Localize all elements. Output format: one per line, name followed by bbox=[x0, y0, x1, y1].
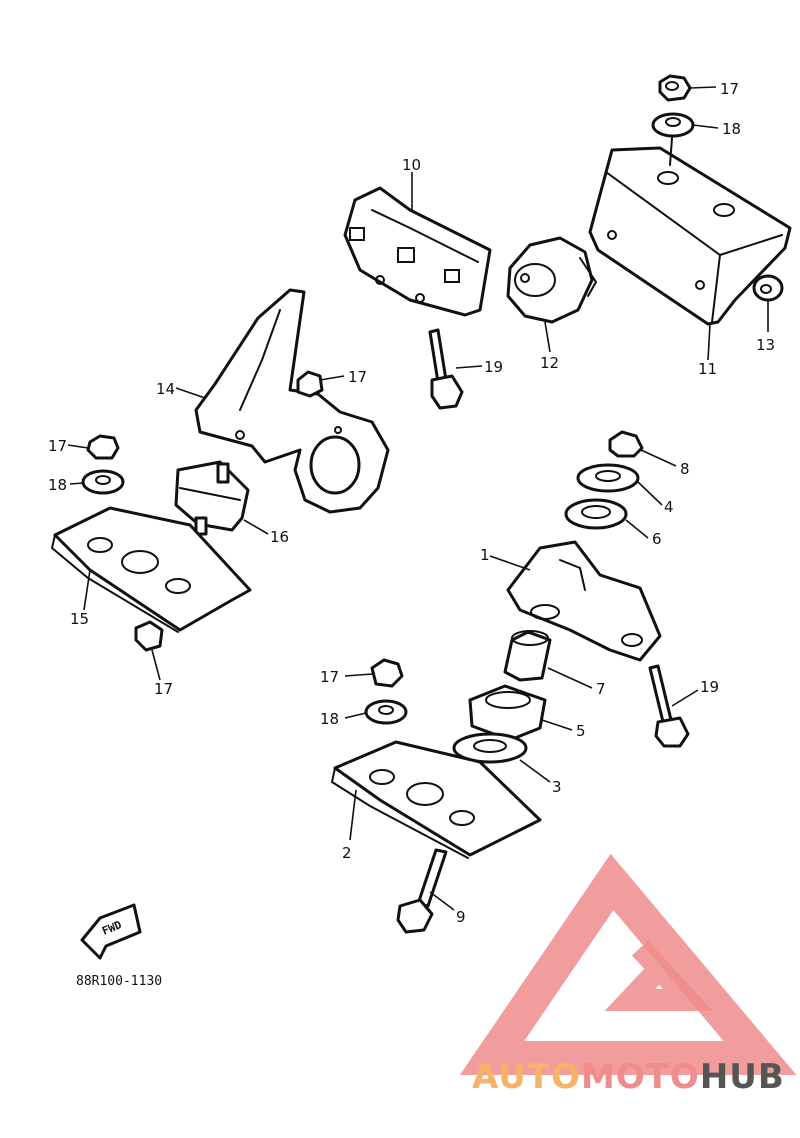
part-16-rubber-mount bbox=[174, 460, 250, 536]
part-9-bolt bbox=[396, 848, 448, 934]
callout-8: 8 bbox=[680, 460, 690, 478]
part-7-sleeve bbox=[503, 630, 552, 682]
part-1-bracket bbox=[506, 540, 662, 662]
callout-17-left: 17 bbox=[48, 437, 67, 455]
callout-19-right: 19 bbox=[700, 678, 719, 696]
part-10-bracket bbox=[343, 186, 492, 317]
callout-10: 10 bbox=[402, 156, 421, 174]
part-17-nut-mid bbox=[296, 370, 324, 398]
part-6-washer bbox=[564, 498, 628, 530]
part-17-nut-left bbox=[86, 434, 120, 460]
part-13-grommet bbox=[752, 274, 784, 302]
callout-6: 6 bbox=[652, 530, 662, 548]
part-19-bolt-right bbox=[648, 664, 690, 748]
part-5-bushing bbox=[468, 684, 547, 742]
diagram-code: 88R100-1130 bbox=[76, 974, 162, 989]
callout-9: 9 bbox=[456, 908, 466, 926]
part-8-nut bbox=[608, 430, 644, 458]
part-19-bolt-upper bbox=[428, 328, 464, 410]
callout-7: 7 bbox=[596, 680, 606, 698]
part-15-plate bbox=[50, 506, 252, 633]
callout-13: 13 bbox=[756, 336, 775, 354]
callout-19-upper: 19 bbox=[484, 358, 503, 376]
watermark-auto: AUTO bbox=[472, 1057, 581, 1097]
part-3-washer bbox=[452, 732, 528, 764]
part-12-horn bbox=[506, 236, 598, 324]
watermark-moto: MOTO bbox=[581, 1057, 700, 1097]
part-4-washer bbox=[576, 463, 640, 493]
callout-17-mid: 17 bbox=[348, 368, 367, 386]
watermark-hub: HUB bbox=[700, 1057, 785, 1097]
part-18-washer-top bbox=[651, 112, 695, 138]
callout-11: 11 bbox=[698, 360, 717, 378]
part-18-washer-lower bbox=[364, 699, 408, 725]
part-17-nut-lower bbox=[370, 658, 404, 688]
callout-1: 1 bbox=[480, 546, 490, 564]
part-18-washer-left bbox=[81, 469, 125, 495]
callout-17-top: 17 bbox=[720, 80, 739, 98]
part-2-plate bbox=[330, 740, 542, 859]
automotohub-logo: AUTOMOTOHUB bbox=[459, 853, 797, 1097]
fwd-arrow-icon: FWD bbox=[80, 903, 142, 960]
callout-18-top: 18 bbox=[722, 120, 741, 138]
svg-text:AUTOMOTOHUB: AUTOMOTOHUB bbox=[472, 1057, 785, 1097]
leader-lines bbox=[67, 86, 769, 911]
callout-3: 3 bbox=[552, 778, 562, 796]
callout-18-left: 18 bbox=[48, 476, 67, 494]
callout-18-lower: 18 bbox=[320, 710, 339, 728]
callout-16: 16 bbox=[270, 528, 289, 546]
part-11-cover bbox=[588, 146, 792, 326]
callout-14: 14 bbox=[156, 380, 175, 398]
part-17-nut-top bbox=[658, 74, 692, 102]
callout-labels: 1 2 3 4 5 6 7 8 9 10 11 12 13 14 15 16 1… bbox=[48, 80, 775, 926]
part-14-bracket bbox=[194, 288, 390, 514]
callout-2: 2 bbox=[342, 844, 352, 862]
callout-17-lower: 17 bbox=[320, 668, 339, 686]
callout-15: 15 bbox=[70, 610, 89, 628]
part-17-nut-lower-left bbox=[134, 620, 164, 652]
callout-12: 12 bbox=[540, 354, 559, 372]
callout-4: 4 bbox=[664, 498, 674, 516]
callout-5: 5 bbox=[576, 722, 586, 740]
callout-17-lower-left: 17 bbox=[154, 680, 173, 698]
